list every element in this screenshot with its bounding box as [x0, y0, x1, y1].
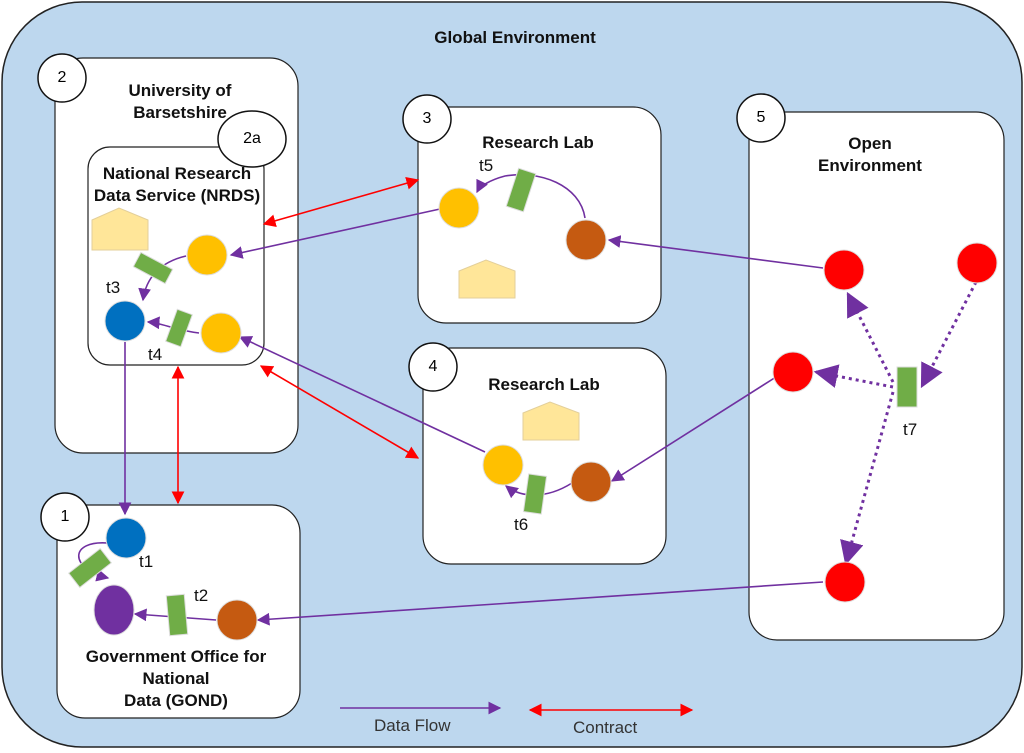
gond-purple-node — [93, 584, 135, 636]
box-number-4: 4 — [428, 358, 438, 375]
lab4-house-icon — [522, 401, 580, 441]
open-red-node-top-right — [956, 242, 998, 284]
t6-transform — [522, 473, 548, 515]
contract-arrow-nrds-lab4 — [259, 365, 420, 459]
flow-nrds-yellow2-to-blue — [146, 316, 200, 334]
gond-label: Government Office for National Data (GON… — [85, 647, 267, 710]
t4-label: t4 — [148, 345, 163, 364]
lab3-label: Research Lab — [482, 133, 594, 152]
box-number-2: 2 — [57, 69, 67, 86]
t7-label: t7 — [903, 420, 918, 439]
number-circle-1 — [40, 492, 90, 542]
box-number-3: 3 — [422, 110, 432, 127]
number-circle-2a — [217, 110, 287, 168]
university-label: University of Barsetshire — [128, 81, 232, 122]
t3-label: t3 — [106, 278, 121, 297]
t6-label: t6 — [514, 515, 529, 534]
gond-brown-node — [216, 599, 258, 641]
flow-lab3-brown-to-yellow — [476, 173, 586, 219]
t1-label: t1 — [139, 552, 154, 571]
flow-t7-to-left — [813, 364, 894, 389]
flow-t7-to-top — [846, 291, 895, 383]
nrds-yellow-node-top — [186, 234, 228, 276]
lab4-brown-node — [570, 461, 612, 503]
lab3-house-icon — [458, 259, 516, 299]
flow-lab3-to-nrds — [229, 208, 441, 259]
flow-lab4-to-nrds — [238, 336, 486, 453]
legend-contract-label: Contract — [573, 718, 638, 737]
lab3-yellow-node — [438, 187, 480, 229]
t2-label: t2 — [194, 586, 209, 605]
nrds-label: National Research Data Service (NRDS) — [93, 164, 261, 205]
t2-transform — [165, 593, 189, 637]
t4-transform — [165, 308, 193, 348]
box-number-2a: 2a — [243, 130, 261, 147]
nrds-yellow-node-bottom — [200, 312, 242, 354]
flow-t7-to-bottom — [840, 391, 895, 566]
t1-transform — [67, 547, 113, 589]
nrds-blue-node — [104, 300, 146, 342]
flow-t7-in — [920, 281, 978, 389]
open-red-node-top-left — [823, 249, 865, 291]
nrds-house-icon — [91, 207, 149, 251]
box-number-5: 5 — [756, 109, 766, 126]
lab4-yellow-node — [482, 444, 524, 486]
flow-open-to-lab3 — [607, 235, 824, 269]
flow-open-to-lab4 — [610, 376, 777, 482]
box-number-1: 1 — [60, 508, 70, 525]
t5-transform — [505, 167, 537, 213]
number-circle-5 — [736, 93, 786, 143]
number-circle-3 — [402, 94, 452, 144]
open-environment-box — [748, 111, 1005, 641]
lab3-brown-node — [565, 219, 607, 261]
lab4-label: Research Lab — [488, 375, 600, 394]
legend-data-flow-label: Data Flow — [374, 716, 451, 735]
t3-transform — [132, 251, 174, 285]
open-environment-label: Open Environment — [818, 134, 922, 175]
t7-transform — [896, 366, 918, 408]
global-environment-title: Global Environment — [434, 28, 596, 47]
number-circle-2 — [37, 53, 87, 103]
flow-open-to-gond — [256, 581, 824, 626]
open-red-node-middle — [772, 351, 814, 393]
gond-blue-node — [105, 517, 147, 559]
t5-label: t5 — [479, 156, 494, 175]
contract-arrow-nrds-lab3 — [262, 177, 420, 227]
lab4-box — [422, 347, 667, 565]
open-red-node-bottom — [824, 561, 866, 603]
